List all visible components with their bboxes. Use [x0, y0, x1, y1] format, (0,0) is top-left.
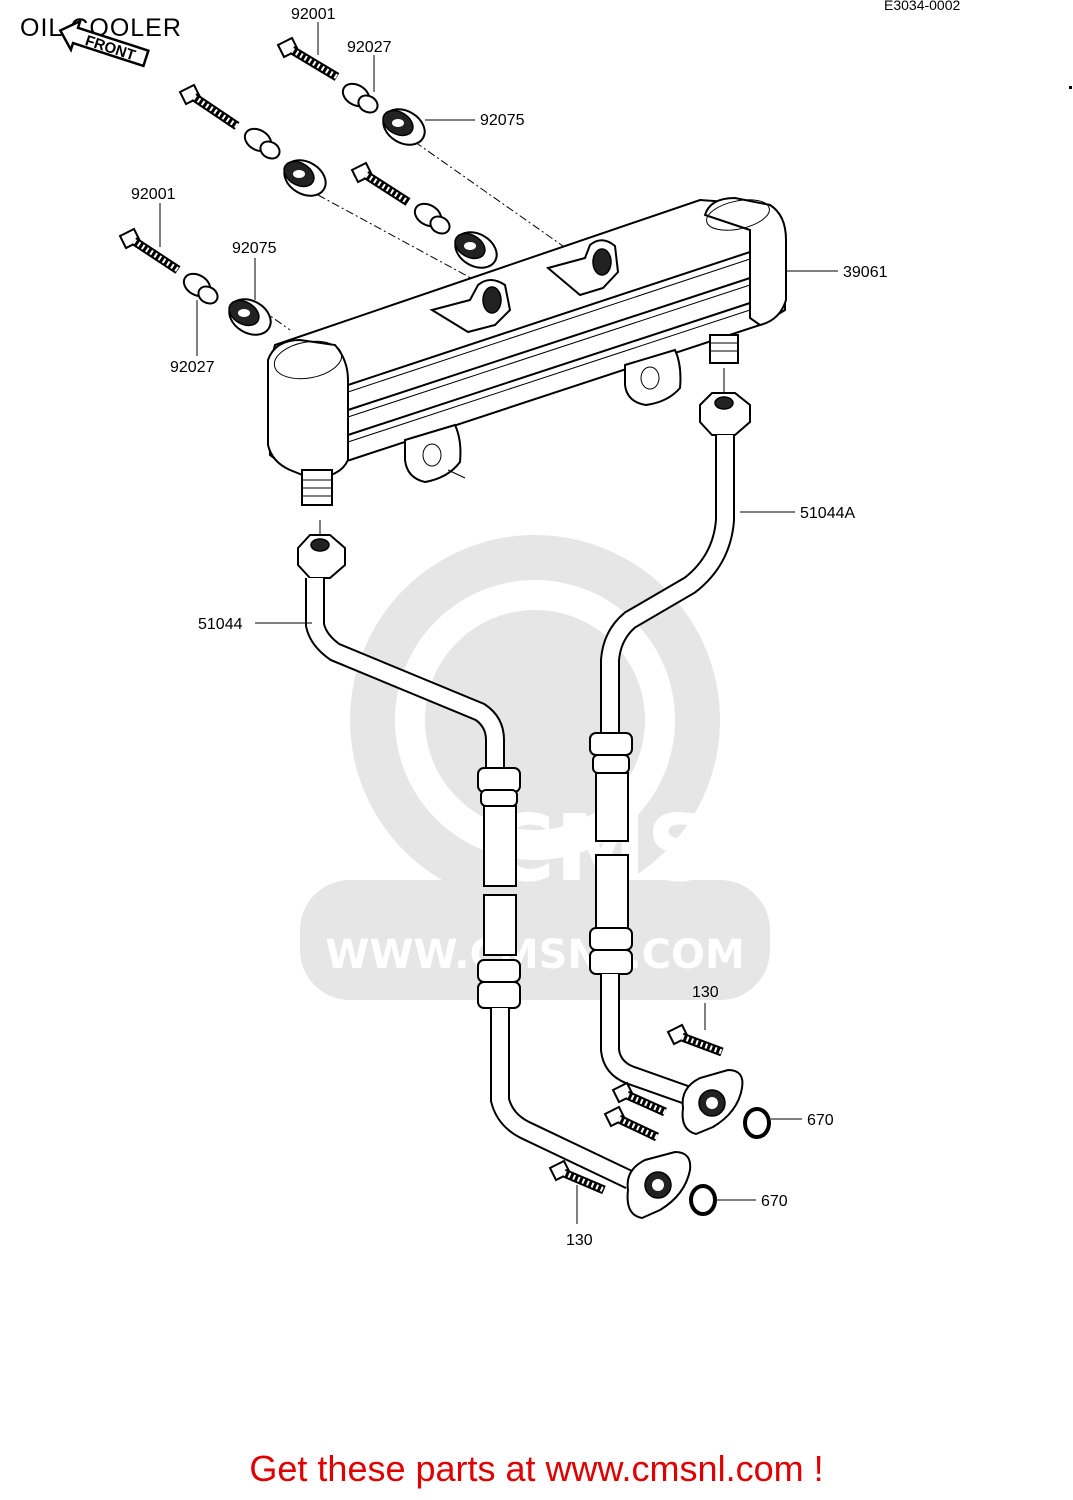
collar-92027-top [341, 82, 379, 114]
o-ring-670-upper [743, 1107, 771, 1139]
collar-mid-right [413, 202, 451, 235]
callout-51044: 51044 [198, 616, 243, 633]
oil-pipe-51044 [297, 534, 692, 1220]
callout-labels: 92001 92027 92075 92001 92075 92027 3906… [131, 6, 888, 1249]
footer-link-banner: Get these parts at www.cmsnl.com ! [0, 1448, 1073, 1490]
callout-670-upper: 670 [807, 1112, 834, 1129]
callout-51044a: 51044A [800, 505, 855, 522]
watermark-url: WWW.CMSNL.COM [325, 932, 745, 978]
callout-130-upper: 130 [692, 984, 719, 1001]
callout-670-lower: 670 [761, 1193, 788, 1210]
grommet-92075-left [228, 298, 272, 336]
o-ring-670-lower [689, 1184, 717, 1216]
bolt-92001-top [276, 36, 340, 81]
oil-pipe-51044a [589, 392, 751, 1136]
callout-92075-top: 92075 [480, 112, 525, 129]
front-direction-arrow: FRONT [58, 18, 150, 68]
bolt-flange-1 [611, 1081, 667, 1117]
callout-92001-left: 92001 [131, 186, 176, 203]
watermark: CMS WWW.CMSNL.COM [300, 535, 770, 1000]
callout-92027-left: 92027 [170, 359, 215, 376]
callout-92001-top: 92001 [291, 6, 336, 23]
leader-lines [159, 22, 838, 1224]
bolt-mid-right [350, 161, 411, 206]
callout-39061: 39061 [843, 264, 888, 281]
collar-mid-left [243, 127, 281, 160]
diagram-reference-code: E3034-0002 [884, 0, 961, 13]
bolt-130-lower [548, 1159, 606, 1195]
bolt-92001-left [118, 227, 181, 274]
bolt-mid-left [178, 83, 240, 130]
callout-92027-top: 92027 [347, 39, 392, 56]
callout-130-lower: 130 [566, 1232, 593, 1249]
oil-cooler-39061 [266, 196, 787, 506]
footer-link[interactable]: Get these parts at www.cmsnl.com ! [249, 1448, 824, 1489]
bolt-flange-2 [603, 1105, 659, 1142]
collar-92027-left [182, 272, 219, 305]
bolt-130-upper [666, 1023, 724, 1057]
grommet-mid-left [283, 159, 327, 197]
grommet-92075-top [382, 108, 426, 146]
grommet-mid-right [454, 231, 498, 269]
callout-92075-left: 92075 [232, 240, 277, 257]
